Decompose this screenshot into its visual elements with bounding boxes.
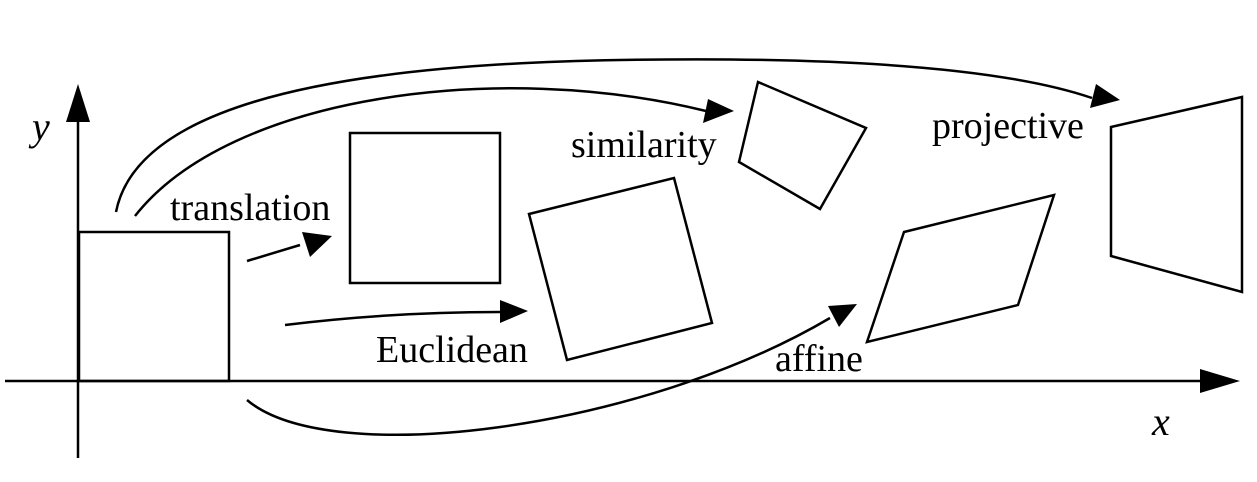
translation-arrow — [246, 243, 301, 263]
affine-arrow — [246, 316, 831, 436]
similarity-label: similarity — [571, 124, 717, 166]
similarity-arrow — [134, 87, 707, 217]
x-axis-arrowhead — [1200, 369, 1240, 393]
euclidean-label: Euclidean — [376, 329, 528, 371]
projective-label: projective — [932, 105, 1084, 147]
y-axis-label: y — [28, 104, 50, 149]
euclidean-square — [527, 176, 714, 362]
translation-arrowhead — [302, 232, 332, 257]
translation-label: translation — [170, 187, 330, 229]
affine-label: affine — [775, 338, 863, 380]
euclidean-arrowhead — [500, 300, 528, 323]
affine-arrowhead — [828, 304, 857, 327]
projective-quad — [1109, 95, 1244, 294]
original-square — [77, 230, 231, 383]
euclidean-arrow — [284, 310, 501, 327]
similarity-square — [737, 80, 868, 211]
x-axis-label: x — [1151, 399, 1170, 444]
projective-arrow — [114, 58, 1093, 213]
translated-square — [348, 131, 502, 285]
projective-arrowhead — [1090, 84, 1120, 108]
similarity-arrowhead — [703, 99, 734, 123]
affine-parallelogram — [865, 193, 1056, 344]
y-axis-arrowhead — [66, 84, 90, 122]
